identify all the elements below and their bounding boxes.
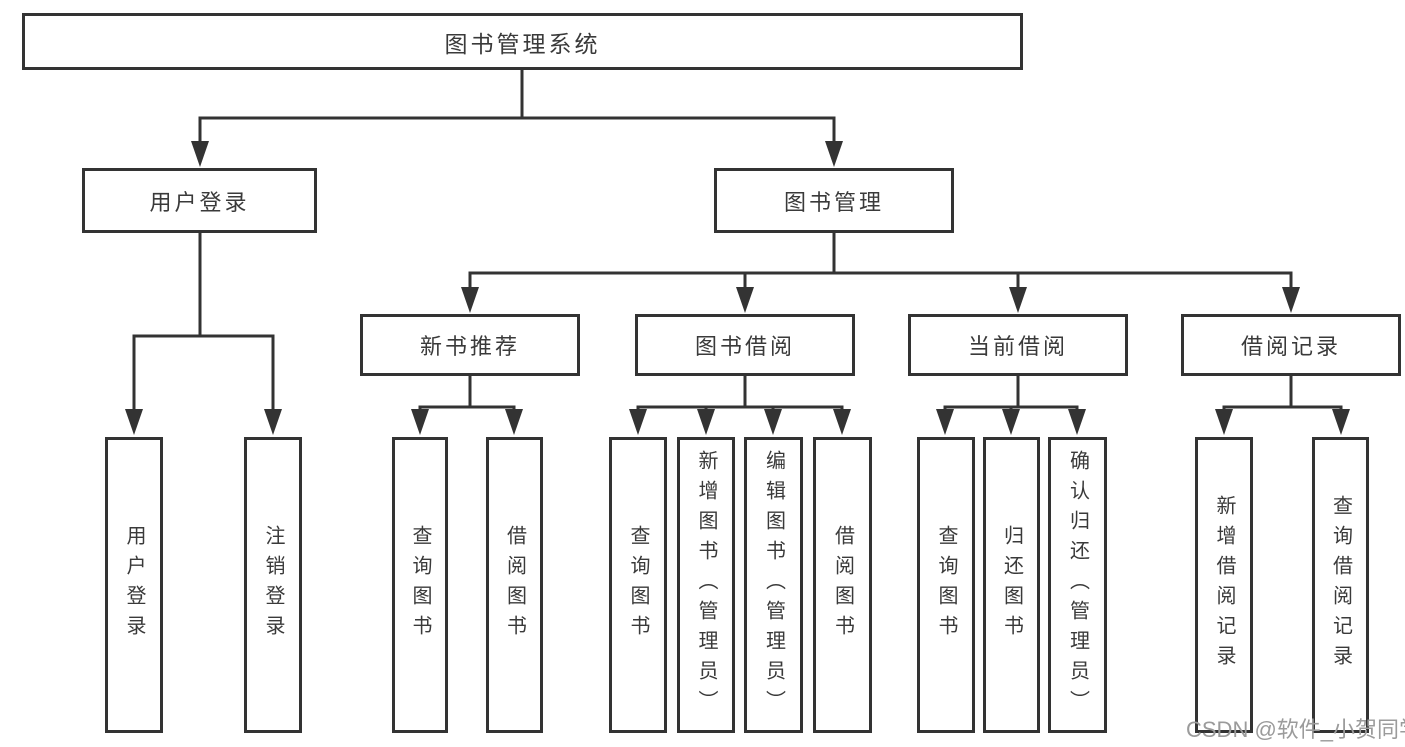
leaf-query-books-current-label: 查询图书 (935, 525, 957, 645)
node-book-borrowing-label: 图书借阅 (694, 334, 795, 359)
leaf-edit-book-admin-label: 编辑图书（管理员） (762, 450, 785, 720)
leaf-borrow-books-borrowing: 借阅图书 (813, 437, 872, 733)
leaf-borrow-books-recommend: 借阅图书 (486, 437, 543, 733)
leaf-query-books-recommend: 查询图书 (392, 437, 448, 733)
leaf-logout: 注销登录 (244, 437, 302, 733)
leaf-user-login: 用户登录 (105, 437, 163, 733)
leaf-add-borrow-record: 新增借阅记录 (1195, 437, 1253, 733)
node-borrowing-records: 借阅记录 (1181, 314, 1401, 376)
node-book-management: 图书管理 (714, 168, 954, 233)
csdn-watermark: CSDN @软件_小贺同学 (1186, 717, 1405, 742)
node-user-login: 用户登录 (82, 168, 317, 233)
leaf-query-books-current: 查询图书 (917, 437, 975, 733)
leaf-query-books-borrowing: 查询图书 (609, 437, 667, 733)
node-book-borrowing: 图书借阅 (635, 314, 855, 376)
leaf-confirm-return-admin: 确认归还（管理员） (1048, 437, 1107, 733)
leaf-user-login-label: 用户登录 (123, 525, 145, 645)
node-user-login-label: 用户登录 (149, 189, 250, 215)
leaf-query-borrow-record-label: 查询借阅记录 (1329, 495, 1352, 675)
leaf-return-book: 归还图书 (983, 437, 1040, 733)
node-root-library-system: 图书管理系统 (22, 13, 1023, 70)
leaf-confirm-return-admin-label: 确认归还（管理员） (1066, 450, 1089, 720)
leaf-query-books-recommend-label: 查询图书 (409, 525, 431, 645)
leaf-edit-book-admin: 编辑图书（管理员） (744, 437, 803, 733)
leaf-borrow-books-borrowing-label: 借阅图书 (831, 525, 854, 645)
leaf-borrow-books-recommend-label: 借阅图书 (503, 525, 526, 645)
node-current-borrowing-label: 当前借阅 (967, 334, 1068, 359)
node-new-book-recommend-label: 新书推荐 (419, 334, 520, 359)
node-current-borrowing: 当前借阅 (908, 314, 1128, 376)
node-root-label: 图书管理系统 (444, 30, 601, 57)
leaf-query-borrow-record: 查询借阅记录 (1312, 437, 1369, 733)
leaf-return-book-label: 归还图书 (1000, 525, 1023, 645)
node-new-book-recommend: 新书推荐 (360, 314, 580, 376)
leaf-add-borrow-record-label: 新增借阅记录 (1213, 495, 1235, 675)
leaf-logout-label: 注销登录 (262, 525, 284, 645)
node-book-management-label: 图书管理 (783, 189, 884, 215)
leaf-add-book-admin-label: 新增图书（管理员） (695, 450, 717, 720)
leaf-query-books-borrowing-label: 查询图书 (627, 525, 649, 645)
leaf-add-book-admin: 新增图书（管理员） (677, 437, 735, 733)
node-borrowing-records-label: 借阅记录 (1240, 334, 1341, 359)
